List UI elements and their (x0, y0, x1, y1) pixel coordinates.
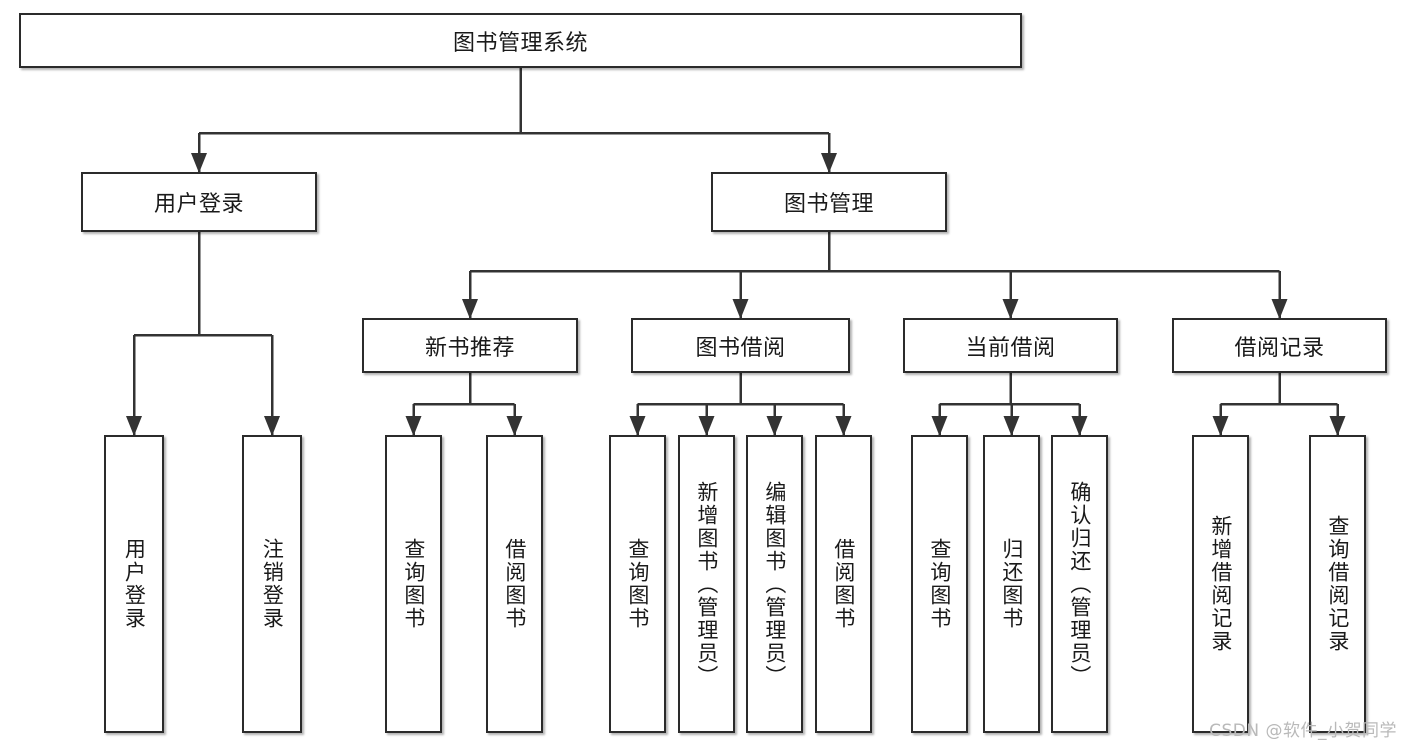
node-leaf-borrow-book-1[interactable]: 借阅图书 (486, 435, 543, 733)
node-label: 确认归还（管理员） (1067, 480, 1092, 688)
node-leaf-borrow-book-2[interactable]: 借阅图书 (815, 435, 872, 733)
node-label: 注销登录 (260, 538, 285, 630)
node-book-borrow[interactable]: 图书借阅 (631, 318, 850, 373)
node-leaf-return-book[interactable]: 归还图书 (983, 435, 1040, 733)
node-leaf-confirm-return[interactable]: 确认归还（管理员） (1051, 435, 1108, 733)
node-label: 新增借阅记录 (1208, 515, 1233, 653)
edge-arrowhead (1003, 416, 1020, 436)
node-label: 当前借阅 (965, 335, 1056, 361)
node-leaf-query-record[interactable]: 查询借阅记录 (1309, 435, 1366, 733)
edge-arrowhead (835, 416, 852, 436)
node-leaf-add-book[interactable]: 新增图书（管理员） (678, 435, 735, 733)
node-label: 编辑图书（管理员） (762, 480, 787, 688)
edge-arrowhead (405, 416, 422, 436)
node-label: 借阅图书 (502, 538, 527, 630)
edge-arrowhead (766, 416, 783, 436)
edge-arrowhead (732, 299, 749, 319)
edge-arrowhead (126, 416, 142, 436)
node-label: 用户登录 (122, 538, 147, 630)
edge-arrowhead (931, 416, 948, 436)
node-book-manage[interactable]: 图书管理 (711, 172, 947, 232)
node-label: 查询图书 (625, 538, 650, 630)
edge-arrowhead (1329, 416, 1346, 436)
edge-arrowhead (462, 299, 478, 319)
watermark: CSDN @软件_小贺同学 (1209, 721, 1397, 741)
edge-arrowhead (1271, 299, 1288, 319)
node-label: 归还图书 (999, 538, 1024, 630)
node-leaf-add-record[interactable]: 新增借阅记录 (1192, 435, 1249, 733)
edge-arrowhead (1002, 299, 1019, 319)
node-borrow-record[interactable]: 借阅记录 (1172, 318, 1387, 373)
edge-arrowhead (629, 416, 646, 436)
node-label: 新书推荐 (424, 335, 515, 361)
node-label: 查询图书 (927, 538, 952, 630)
node-leaf-user-login[interactable]: 用户登录 (104, 435, 164, 733)
node-user-login[interactable]: 用户登录 (81, 172, 317, 232)
node-label: 查询借阅记录 (1325, 515, 1350, 653)
node-label: 新增图书（管理员） (694, 480, 719, 688)
node-label: 图书管理系统 (452, 30, 588, 56)
node-leaf-query-book-1[interactable]: 查询图书 (385, 435, 442, 733)
edge-arrowhead (821, 153, 837, 173)
edge-arrowhead (1212, 416, 1229, 436)
edge-arrowhead (698, 416, 715, 436)
node-leaf-query-book-3[interactable]: 查询图书 (911, 435, 968, 733)
node-label: 图书借阅 (695, 335, 786, 361)
node-root[interactable]: 图书管理系统 (19, 13, 1022, 68)
node-label: 用户登录 (153, 192, 244, 217)
node-leaf-query-book-2[interactable]: 查询图书 (609, 435, 666, 733)
node-label: 借阅记录 (1234, 335, 1325, 361)
node-leaf-edit-book[interactable]: 编辑图书（管理员） (746, 435, 803, 733)
node-label: 查询图书 (401, 538, 426, 630)
node-current-borrow[interactable]: 当前借阅 (903, 318, 1118, 373)
node-label: 借阅图书 (831, 538, 856, 630)
edge-arrowhead (506, 416, 523, 436)
node-new-book-rec[interactable]: 新书推荐 (362, 318, 578, 373)
node-label: 图书管理 (783, 192, 874, 217)
edge-arrowhead (1071, 416, 1088, 436)
edge-arrowhead (191, 153, 207, 173)
node-leaf-logout[interactable]: 注销登录 (242, 435, 302, 733)
edge-arrowhead (264, 416, 280, 436)
